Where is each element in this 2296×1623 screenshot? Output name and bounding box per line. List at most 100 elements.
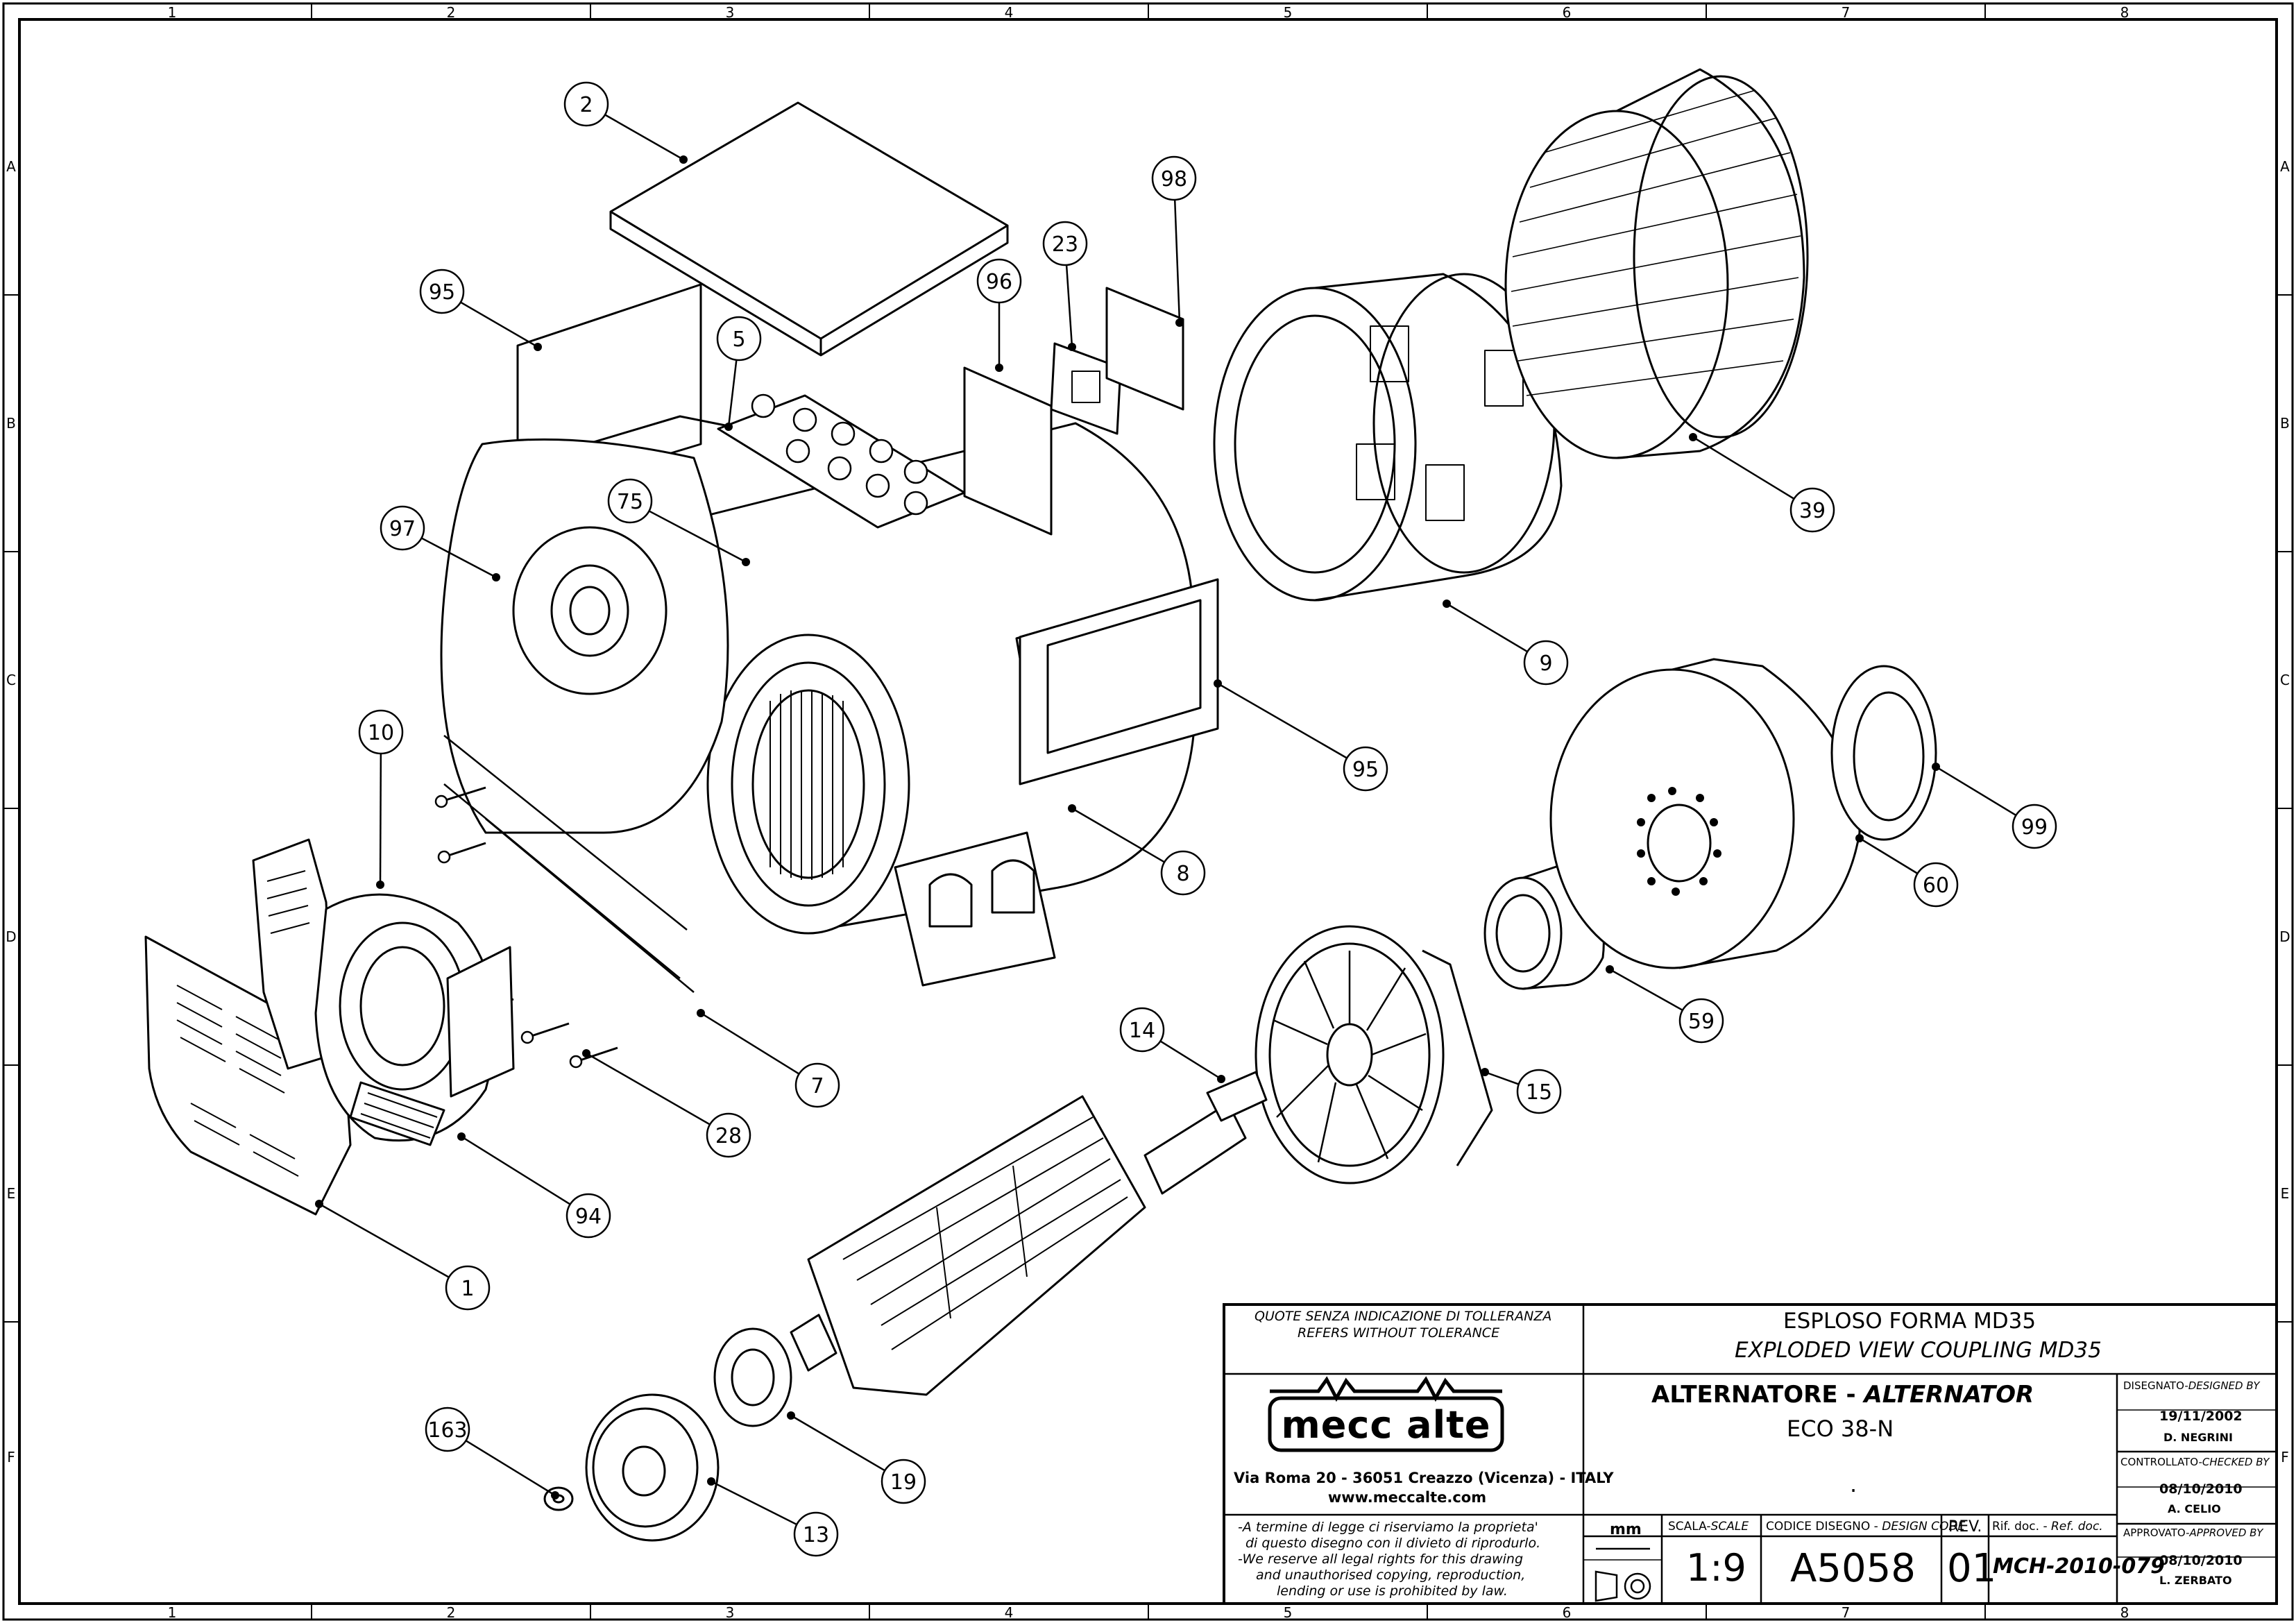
callout-number: 95 xyxy=(1352,758,1379,782)
logo-text: mecc alte xyxy=(1281,1403,1491,1447)
callout-95: 95 xyxy=(1214,679,1388,792)
callout-number: 7 xyxy=(810,1074,824,1098)
logo-mark xyxy=(1268,1376,1504,1452)
zone-column-label: 4 xyxy=(1005,4,1014,21)
callout-balloon xyxy=(1343,746,1388,792)
drawing-title-en: EXPLODED VIEW COUPLING MD35 xyxy=(1735,1338,2102,1363)
zone-column-label: 5 xyxy=(1284,1604,1293,1621)
callout-balloon xyxy=(716,316,762,362)
cooling-fan xyxy=(1255,925,1493,1184)
revision-value: 01 xyxy=(1947,1546,1997,1591)
callout-leader-dot xyxy=(707,1477,715,1486)
callout-leader-line xyxy=(1935,765,2017,817)
callout-8: 8 xyxy=(1068,804,1206,896)
callout-number: 60 xyxy=(1923,874,1949,898)
zone-column-label: 6 xyxy=(1563,1604,1572,1621)
scale-label: SCALA-SCALE xyxy=(1668,1520,1749,1533)
callout-balloon xyxy=(976,258,1022,304)
zone-row-label: B xyxy=(2280,415,2290,432)
callout-leader-line xyxy=(318,1203,450,1278)
zone-row-label: D xyxy=(6,928,16,945)
callout-balloon xyxy=(881,1459,926,1504)
callout-leader-dot xyxy=(697,1009,705,1017)
callout-balloon xyxy=(607,478,653,524)
bearing xyxy=(713,1327,792,1427)
drawing-title-it: ESPLOSO FORMA MD35 xyxy=(1783,1309,2036,1334)
model-dot: . xyxy=(1850,1471,1857,1497)
callout-leader-dot xyxy=(1068,343,1076,351)
callout-leader-dot xyxy=(1481,1068,1489,1076)
callout-number: 1 xyxy=(461,1277,474,1301)
callout-leader-dot xyxy=(724,423,733,431)
callout-leader-line xyxy=(1692,436,1795,500)
callout-balloon xyxy=(445,1265,491,1311)
callout-leader-line xyxy=(1859,837,1919,874)
callout-75: 75 xyxy=(607,478,750,566)
checked-by-label: CONTROLLATO-CHECKED BY xyxy=(2120,1456,2270,1468)
callout-leader-dot xyxy=(551,1491,559,1499)
callout-balloon xyxy=(2012,804,2057,849)
callout-number: 95 xyxy=(429,280,455,305)
callout-leader-line xyxy=(648,510,747,563)
legal-notice-3: -We reserve all legal rights for this dr… xyxy=(1238,1552,1524,1567)
product-name-en: ALTERNATOR xyxy=(1864,1381,2034,1409)
auxiliary-board xyxy=(1105,287,1184,411)
zone-column-label: 5 xyxy=(1284,4,1293,21)
legal-notice-5: lending or use is prohibited by law. xyxy=(1277,1583,1508,1599)
callout-number: 8 xyxy=(1176,862,1189,886)
zone-column-label: 3 xyxy=(726,1604,735,1621)
design-code-value: A5058 xyxy=(1790,1546,1916,1591)
tolerance-note-en: REFERS WITHOUT TOLERANCE xyxy=(1298,1325,1500,1341)
scale-value: 1:9 xyxy=(1686,1546,1746,1590)
callout-leader-line xyxy=(700,1012,800,1075)
exciter-rotor xyxy=(585,1393,720,1542)
callout-leader-line xyxy=(1159,1040,1222,1080)
callout-balloon xyxy=(1789,487,1835,533)
callout-number: 28 xyxy=(715,1124,742,1148)
callout-leader-dot xyxy=(1175,318,1184,327)
callout-balloon xyxy=(358,709,404,755)
callout-number: 9 xyxy=(1539,652,1552,676)
callout-leader-dot xyxy=(787,1411,795,1420)
design-code-label: CODICE DISEGNO - DESIGN CODE xyxy=(1766,1520,1966,1533)
callout-leader-dot xyxy=(376,881,384,889)
company-address: Via Roma 20 - 36051 Creazzo (Vicenza) - … xyxy=(1234,1470,1614,1486)
rotor xyxy=(790,1071,1268,1396)
callout-leader-dot xyxy=(995,364,1003,372)
callout-1: 1 xyxy=(315,1200,491,1311)
callout-95: 95 xyxy=(419,269,542,351)
callout-number: 13 xyxy=(803,1523,829,1547)
approved-date: 08/10/2010 xyxy=(2159,1553,2243,1568)
unit-symbol-icon xyxy=(1595,1547,1651,1602)
designed-by-label: DISEGNATO-DESIGNED BY xyxy=(2123,1379,2260,1392)
callout-59: 59 xyxy=(1606,965,1724,1044)
exploded-view-drawing xyxy=(144,68,1937,1542)
callout-leader-dot xyxy=(742,558,750,566)
callout-leader-dot xyxy=(457,1132,466,1141)
callout-19: 19 xyxy=(787,1411,926,1504)
callout-balloon xyxy=(419,269,465,314)
callout-leader-line xyxy=(727,359,738,427)
product-name-it: ALTERNATORE xyxy=(1651,1381,1838,1409)
callout-leader-line xyxy=(1173,199,1181,323)
callout-balloon xyxy=(425,1407,470,1452)
callout-13: 13 xyxy=(707,1477,839,1557)
approved-by-label: APPROVATO-APPROVED BY xyxy=(2123,1527,2263,1539)
rear-grille xyxy=(144,838,515,1216)
callout-leader-line xyxy=(420,537,497,579)
callout-leader-line xyxy=(460,301,538,348)
callout-leader-line xyxy=(604,114,684,161)
exciter-stator xyxy=(1213,273,1563,602)
callout-layer: 2955239698399775995109960859714152894116… xyxy=(315,81,2057,1557)
callout-leader-dot xyxy=(1689,433,1697,441)
callout-163: 163 xyxy=(425,1407,559,1499)
callout-leader-line xyxy=(1071,807,1165,863)
zone-column-label: 6 xyxy=(1563,4,1572,21)
callout-leader-dot xyxy=(1217,1075,1225,1083)
callout-number: 19 xyxy=(890,1470,917,1495)
callout-number: 23 xyxy=(1052,232,1078,257)
adapter-gasket xyxy=(1830,665,1937,841)
callout-balloon xyxy=(1160,850,1206,896)
